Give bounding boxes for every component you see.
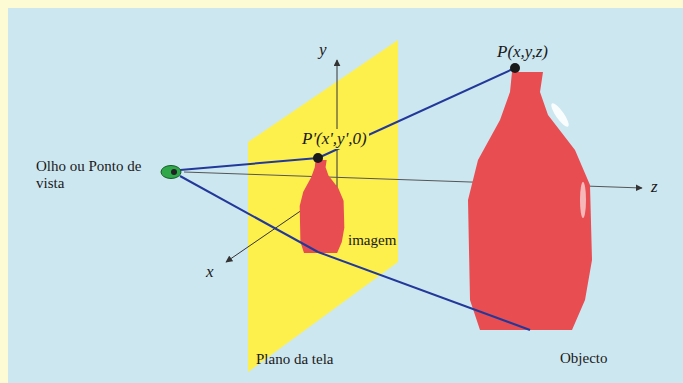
plane-label: Plano da tela: [256, 351, 333, 368]
projection-ray: [180, 158, 318, 170]
eye-icon: [161, 166, 181, 179]
point-label: P'(x',y',0): [300, 129, 369, 149]
axis-label: x: [206, 262, 214, 282]
screen-plane: [248, 40, 398, 372]
viewpoint-label: Olho ou Ponto de vista: [36, 158, 148, 193]
point-p-prime: [313, 153, 323, 163]
object-vase: [468, 72, 592, 330]
image-label: imagem: [348, 232, 396, 249]
projection-ray: [318, 252, 530, 330]
axis-label: z: [651, 177, 658, 197]
projection-ray: [180, 176, 318, 252]
point-p: [510, 63, 520, 73]
point-label: P(x,y,z): [497, 42, 548, 62]
background-panel: [8, 8, 683, 383]
object-label: Objecto: [560, 350, 607, 367]
image-vase: [300, 160, 345, 253]
axis-label: y: [319, 40, 327, 60]
